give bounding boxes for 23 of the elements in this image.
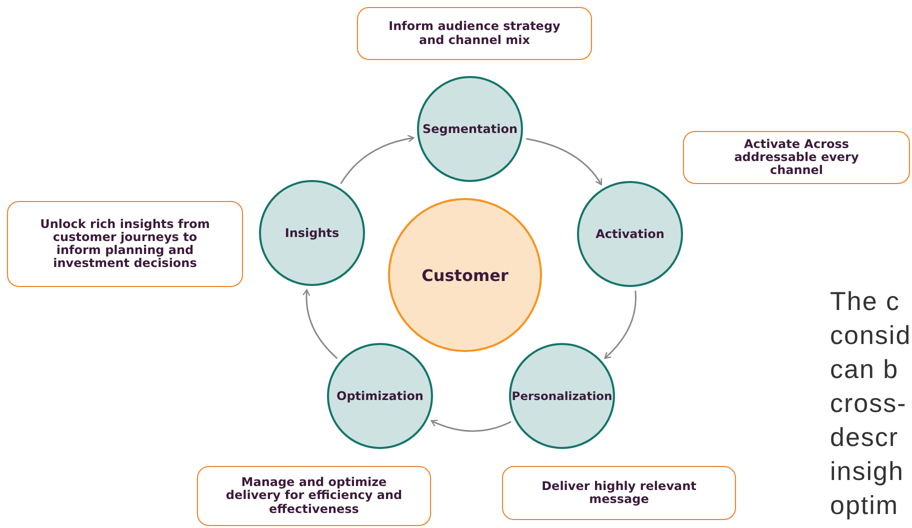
- stage-circle: Segmentation: [417, 76, 523, 182]
- curved-arrow: [340, 135, 414, 184]
- stage-circle: Optimization: [327, 343, 433, 449]
- stage-circle: Insights: [259, 180, 365, 286]
- note-box: Activate Across addressable every channel: [683, 131, 910, 184]
- paragraph-line: The c: [830, 286, 900, 317]
- note-box: Manage and optimize delivery for efficiency and effectiveness: [197, 466, 431, 526]
- paragraph-line: consid: [830, 320, 912, 351]
- curved-arrow: [604, 290, 636, 359]
- stage-circle: Personalization: [509, 343, 615, 449]
- note-box: Deliver highly relevant message: [502, 466, 736, 520]
- center-circle: Customer: [388, 198, 542, 352]
- note-box: Inform audience strategy and channel mix: [357, 7, 592, 60]
- curved-arrow: [526, 138, 602, 186]
- paragraph-line: can b: [830, 354, 899, 385]
- paragraph-line: descr: [830, 422, 899, 453]
- stage-circle: Activation: [577, 181, 683, 287]
- note-box: Unlock rich insights from customer journeys to inform planning and investment decisions: [7, 201, 243, 287]
- paragraph-line: optim: [830, 490, 899, 521]
- curved-arrow: [430, 420, 512, 432]
- paragraph-line: cross-: [830, 388, 907, 419]
- paragraph-line: insigh: [830, 456, 904, 487]
- curved-arrow: [302, 289, 338, 359]
